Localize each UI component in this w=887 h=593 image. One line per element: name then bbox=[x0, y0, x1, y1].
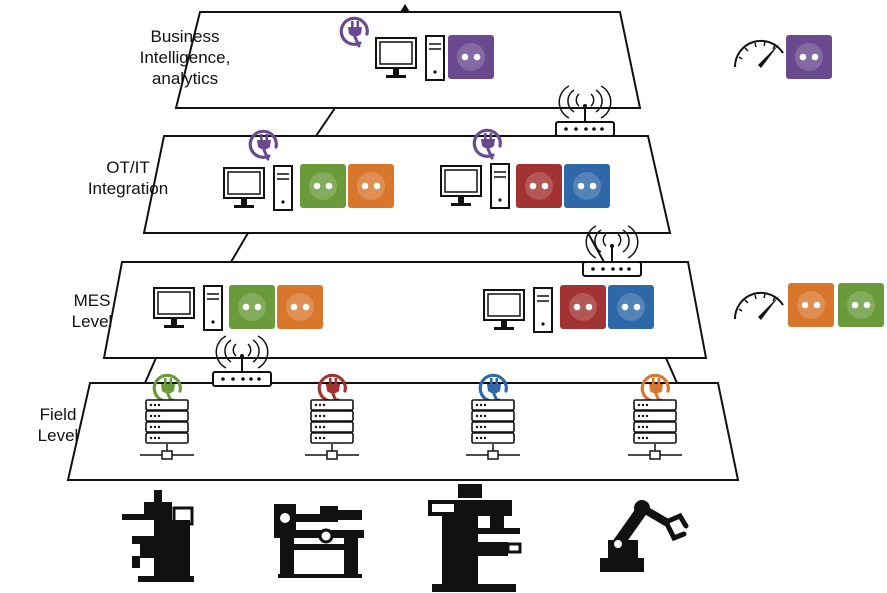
power-outlet-icon bbox=[786, 35, 832, 79]
power-outlet-icon bbox=[560, 285, 606, 329]
level-label-line: Integration bbox=[87, 179, 169, 198]
level-label-line: Level bbox=[71, 312, 113, 331]
power-outlet-icon bbox=[229, 285, 275, 329]
wifi-router-icon bbox=[582, 225, 642, 277]
power-outlet-icon bbox=[608, 285, 654, 329]
speedometer-icon bbox=[733, 291, 784, 320]
power-outlet-icon bbox=[448, 35, 494, 79]
level-label-line: OT/IT bbox=[106, 158, 150, 177]
power-outlet-icon bbox=[300, 164, 346, 208]
computer-tower-icon bbox=[153, 285, 223, 331]
level-label-bi: Business Intelligence, analytics bbox=[120, 26, 250, 89]
robot-arm-icon bbox=[600, 500, 689, 572]
power-plug-icon bbox=[339, 16, 369, 48]
connector-line bbox=[665, 357, 678, 384]
level-label-line: MES bbox=[73, 291, 111, 310]
server-rack-icon bbox=[466, 399, 520, 460]
computer-tower-icon bbox=[483, 287, 553, 333]
top-arrow-icon bbox=[400, 4, 410, 12]
power-outlet-icon bbox=[516, 164, 562, 208]
level-connectors bbox=[144, 4, 678, 384]
server-rack-icon bbox=[140, 399, 194, 460]
level-label-line: analytics bbox=[151, 69, 219, 88]
connector-line bbox=[230, 232, 249, 263]
milling-machine-icon bbox=[122, 490, 194, 582]
server-rack-icon bbox=[628, 399, 682, 460]
power-outlet-icon bbox=[277, 285, 323, 329]
level-label-otit: OT/IT Integration bbox=[78, 157, 178, 199]
computer-tower-icon bbox=[223, 165, 293, 211]
machines bbox=[122, 484, 689, 592]
wifi-router-icon bbox=[212, 335, 272, 387]
wifi-router-icon bbox=[555, 85, 615, 137]
level-plane-field bbox=[66, 382, 740, 481]
level-label-line: Business bbox=[150, 27, 220, 46]
power-plug-icon bbox=[248, 129, 278, 161]
speedometer-icon bbox=[733, 39, 784, 68]
computer-tower-icon bbox=[440, 163, 510, 209]
devices bbox=[140, 16, 884, 460]
power-outlet-icon bbox=[348, 164, 394, 208]
level-label-line: Intelligence, bbox=[139, 48, 231, 67]
cnc-mill-icon bbox=[428, 484, 522, 592]
connector-line bbox=[315, 107, 336, 137]
level-label-line: Field bbox=[39, 405, 77, 424]
power-outlet-icon bbox=[788, 283, 834, 327]
connector-line bbox=[144, 357, 157, 384]
lathe-icon bbox=[274, 504, 364, 578]
server-rack-icon bbox=[305, 399, 359, 460]
power-plug-icon bbox=[472, 128, 502, 160]
level-label-mes: MES Level bbox=[52, 290, 132, 332]
power-outlet-icon bbox=[838, 283, 884, 327]
computer-tower-icon bbox=[375, 35, 445, 81]
power-outlet-icon bbox=[564, 164, 610, 208]
level-label-line: Level bbox=[37, 426, 79, 445]
level-label-field: Field Level bbox=[22, 404, 94, 446]
